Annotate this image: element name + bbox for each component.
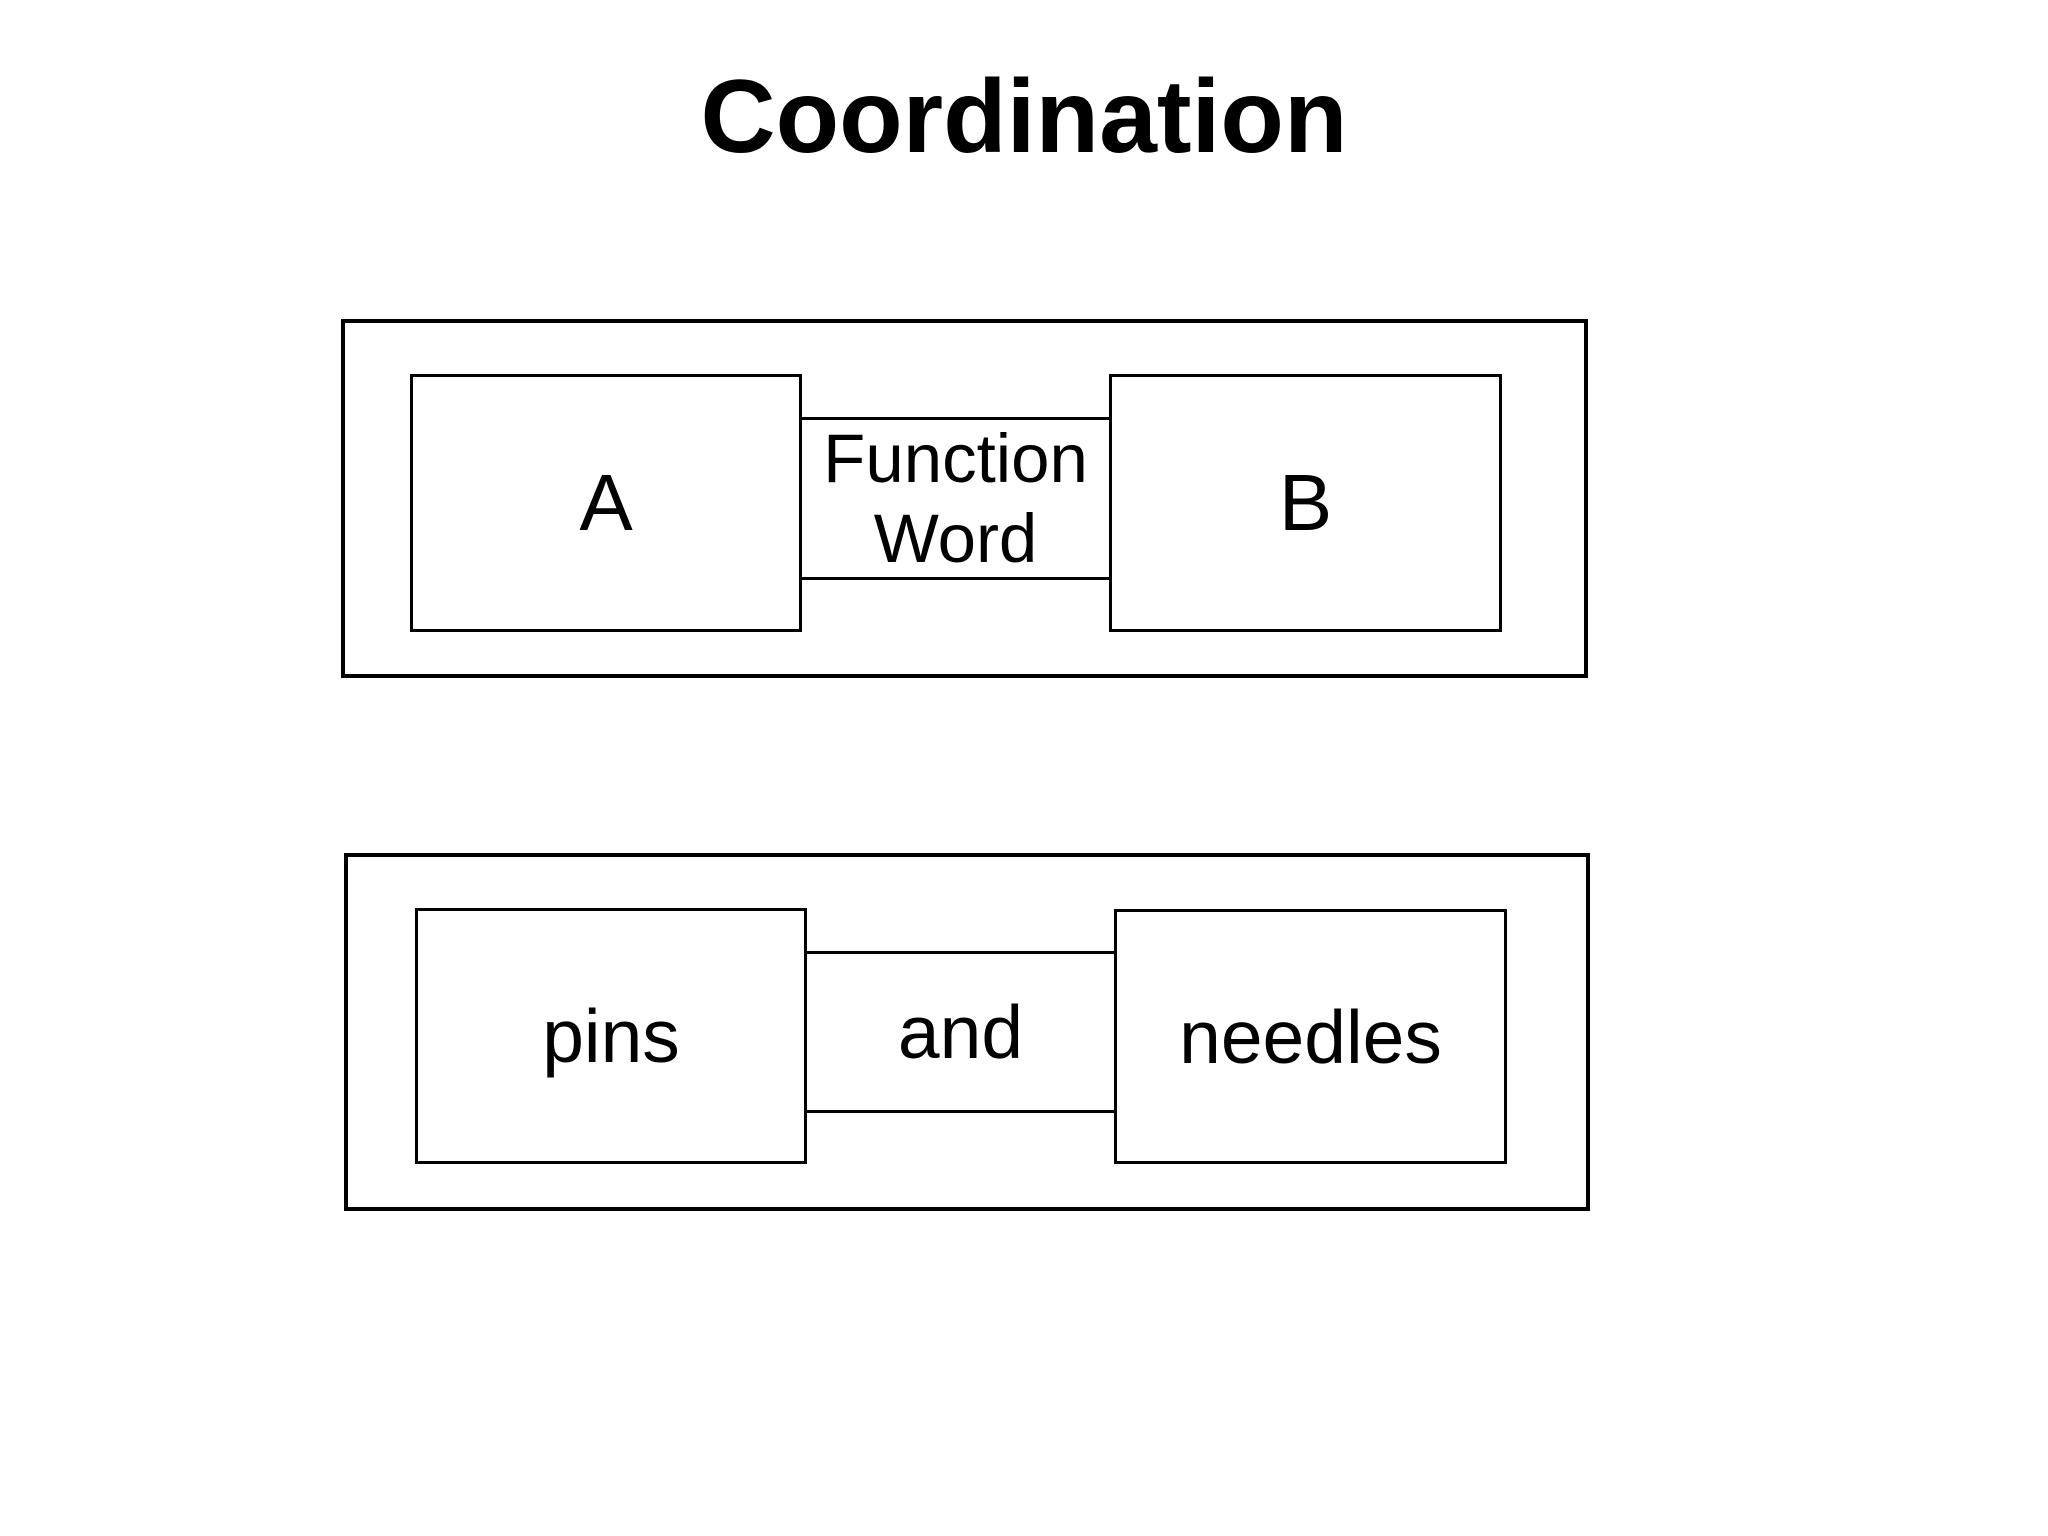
right-operand-box-b: B xyxy=(1109,374,1502,632)
right-operand-box-needles: needles xyxy=(1114,909,1507,1164)
slide-title: Coordination xyxy=(700,59,1348,175)
connector-box-and: and xyxy=(804,951,1117,1113)
bottom-diagram-frame xyxy=(344,853,1590,1211)
left-operand-box-a: A xyxy=(410,374,802,632)
connector-box-function-word: Function Word xyxy=(799,417,1112,580)
left-operand-box-pins: pins xyxy=(415,908,807,1164)
top-diagram-frame xyxy=(341,319,1588,678)
